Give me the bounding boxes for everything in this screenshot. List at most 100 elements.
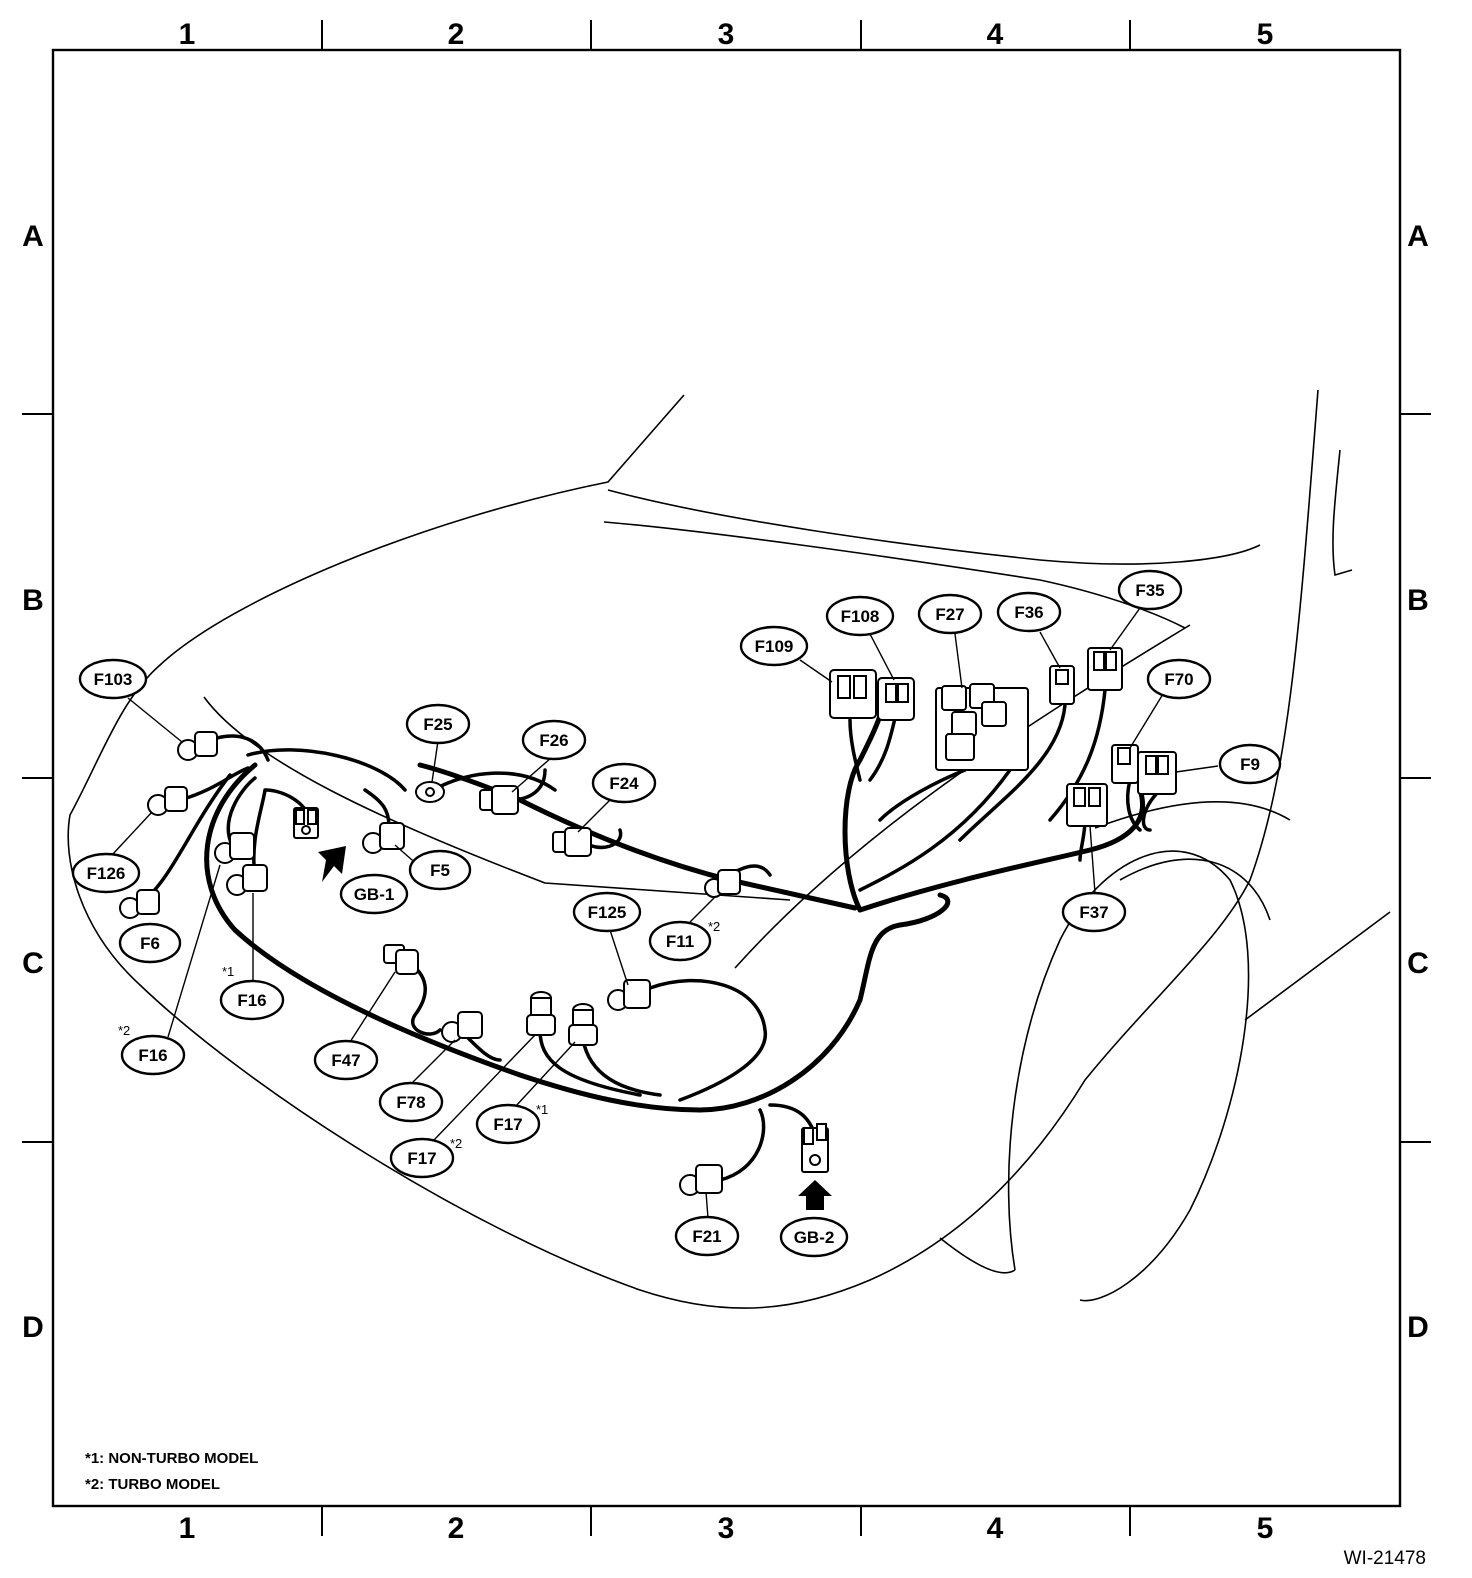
connector-f78-body	[441, 1011, 483, 1043]
connector-f36-body	[1049, 665, 1075, 705]
label-f16-nonturbo: F16	[237, 991, 266, 1010]
callout-f11: F11	[648, 920, 712, 962]
column-label-1: 1	[179, 18, 196, 51]
column-label-4: 4	[987, 18, 1004, 51]
label-f16-turbo: F16	[138, 1046, 167, 1065]
grid-column-labels-top: 1 2 3 4 5	[179, 18, 1274, 51]
connector-f17-nonturbo-body	[568, 1003, 598, 1046]
callout-f16-turbo: F16	[120, 1034, 186, 1076]
connector-f11-body	[704, 869, 741, 898]
callout-f21: F21	[674, 1215, 740, 1257]
label-f17-nonturbo: F17	[493, 1115, 522, 1134]
grid-row-labels-left: A B C D	[22, 220, 44, 1344]
row-label-d-right: D	[1407, 1311, 1429, 1344]
row-label-c-right: C	[1407, 947, 1429, 980]
callout-f103: F103	[78, 658, 148, 700]
connector-f9-body	[1137, 751, 1177, 795]
note-turbo: *2: TURBO MODEL	[85, 1476, 220, 1493]
label-f17-turbo: F17	[407, 1149, 436, 1168]
callout-f5: F5	[408, 849, 472, 891]
label-f5: F5	[430, 861, 450, 880]
callout-f16-nonturbo: F16	[219, 979, 285, 1021]
label-f109: F109	[755, 637, 794, 656]
label-f125: F125	[588, 903, 627, 922]
marker-f11: *2	[708, 919, 720, 934]
column-label-4-bottom: 4	[987, 1512, 1004, 1545]
callout-f35: F35	[1117, 569, 1183, 611]
grid-column-labels-bottom: 1 2 3 4 5	[179, 1512, 1274, 1545]
callout-gb2: GB-2	[779, 1216, 849, 1258]
callout-f126: F126	[71, 852, 141, 894]
column-label-3-bottom: 3	[718, 1512, 735, 1545]
connector-f16-nonturbo-body	[226, 864, 268, 896]
connector-f26-body	[479, 785, 519, 815]
row-label-c: C	[22, 947, 44, 980]
column-label-3: 3	[718, 18, 735, 51]
label-f70: F70	[1164, 670, 1193, 689]
figure-id: WI-21478	[1344, 1548, 1426, 1569]
row-label-b: B	[22, 584, 44, 617]
label-f11: F11	[666, 932, 694, 951]
gb1-arrow-icon	[318, 846, 346, 882]
label-f25: F25	[423, 715, 452, 734]
label-f126: F126	[87, 864, 126, 883]
branch-wires	[148, 688, 1162, 1182]
label-f108: F108	[841, 607, 880, 626]
column-label-2-bottom: 2	[448, 1512, 465, 1545]
column-label-5-bottom: 5	[1257, 1512, 1274, 1545]
label-f37: F37	[1079, 903, 1108, 922]
connector-f5-body	[362, 822, 405, 854]
terminal-f25-body	[415, 781, 445, 803]
row-label-a-right: A	[1407, 220, 1429, 253]
connector-f35-body	[1087, 647, 1123, 691]
callout-f27: F27	[917, 593, 983, 635]
label-f24: F24	[609, 774, 639, 793]
label-gb2: GB-2	[794, 1228, 835, 1247]
connector-f17-turbo-body	[526, 991, 556, 1036]
callout-f26: F26	[521, 719, 587, 761]
callout-f78: F78	[378, 1081, 444, 1123]
connector-f109-body	[829, 669, 877, 719]
main-harness	[204, 697, 1146, 1113]
row-label-a: A	[22, 220, 44, 253]
callout-f24: F24	[591, 762, 657, 804]
marker-f17-nonturbo: *1	[536, 1102, 548, 1117]
label-f21: F21	[692, 1227, 721, 1246]
label-f27: F27	[935, 605, 964, 624]
grid-row-labels-right: A B C D	[1407, 220, 1429, 1344]
column-label-1-bottom: 1	[179, 1512, 196, 1545]
note-non-turbo: *1: NON-TURBO MODEL	[85, 1450, 258, 1467]
label-f47: F47	[331, 1051, 360, 1070]
label-f26: F26	[539, 731, 568, 750]
connector-f24-body	[552, 827, 592, 857]
connector-f70-body	[1111, 744, 1139, 784]
callout-f6: F6	[118, 922, 182, 964]
callout-f17-nonturbo: F17	[475, 1103, 541, 1145]
label-f35: F35	[1135, 581, 1164, 600]
label-f36: F36	[1014, 603, 1043, 622]
connector-f16-turbo-body	[214, 832, 255, 864]
label-f6: F6	[140, 934, 160, 953]
callout-f70: F70	[1146, 658, 1212, 700]
callout-gb1: GB-1	[339, 873, 409, 915]
ground-gb2-terminal	[801, 1123, 829, 1173]
row-label-b-right: B	[1407, 584, 1429, 617]
ground-gb1-terminal	[293, 807, 319, 839]
connector-bodies	[119, 647, 1177, 1196]
marker-f16-nonturbo: *1	[222, 964, 234, 979]
column-label-2: 2	[448, 18, 465, 51]
connector-f126-body	[147, 786, 188, 816]
column-label-5: 5	[1257, 18, 1274, 51]
vehicle-body-outline	[67, 389, 1391, 1309]
label-f78: F78	[396, 1093, 425, 1112]
gb2-arrow-icon	[798, 1180, 832, 1210]
callout-f36: F36	[996, 591, 1062, 633]
connector-f108-body	[877, 677, 915, 721]
connector-f6-body	[119, 889, 160, 919]
marker-f16-turbo: *2	[118, 1023, 130, 1038]
callout-f109: F109	[739, 625, 809, 667]
label-gb1: GB-1	[354, 885, 395, 904]
callout-f37: F37	[1061, 891, 1127, 933]
callout-f108: F108	[825, 595, 895, 637]
callout-f47: F47	[313, 1039, 379, 1081]
